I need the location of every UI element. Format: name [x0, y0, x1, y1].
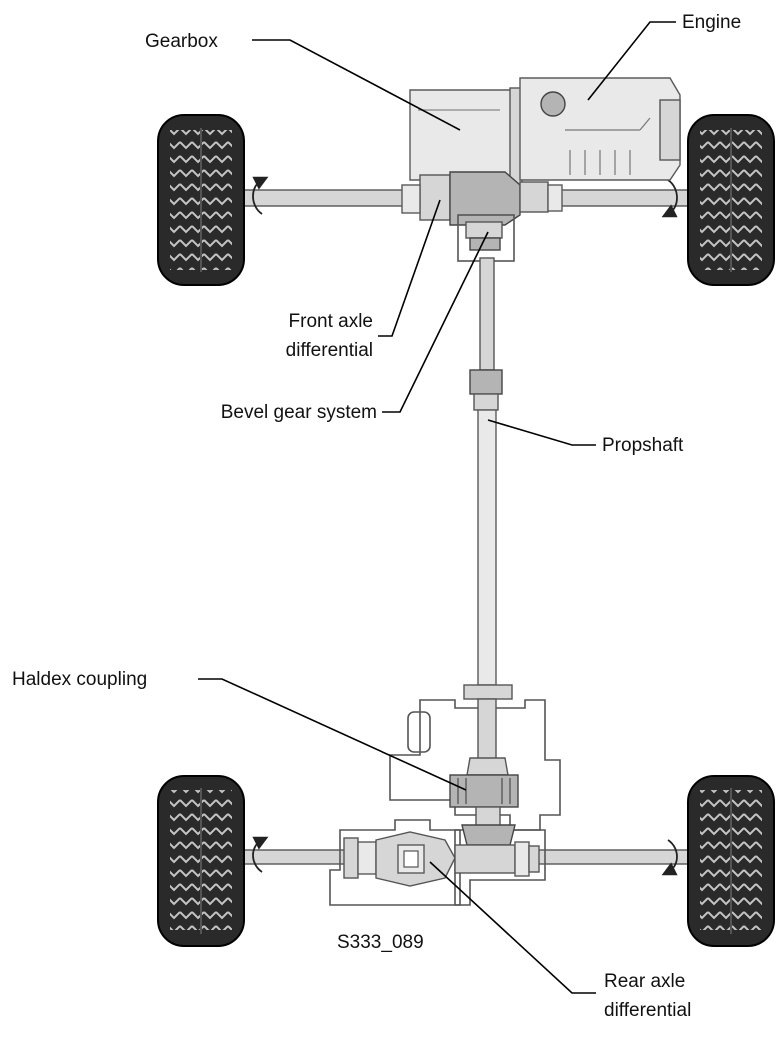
bevel-gear-label: Bevel gear system [221, 402, 377, 423]
propshaft-body [463, 257, 513, 700]
propshaft-leader [487, 419, 596, 446]
rear-right-driveshaft [534, 849, 696, 865]
front-axle-label-line1: Front axle [289, 311, 373, 332]
front-left-driveshaft [237, 189, 419, 207]
haldex-coupling-housing [389, 698, 561, 831]
rear-differential-housing [329, 819, 546, 906]
figure-code: S333_089 [337, 932, 424, 953]
front-right-wheel [687, 114, 775, 286]
haldex-leader [198, 678, 467, 791]
engine-body [519, 77, 681, 181]
rear-axle-leader [429, 861, 596, 994]
front-differential-housing [401, 171, 563, 262]
front-axle-leader [378, 199, 441, 337]
front-right-driveshaft [554, 189, 696, 207]
front-right-rotation-arrow [661, 179, 678, 218]
rear-right-rotation-arrow [661, 839, 678, 876]
rear-right-wheel [687, 775, 775, 947]
bevel-gear-leader [382, 231, 489, 413]
propshaft-label: Propshaft [602, 435, 684, 456]
front-left-rotation-arrow [252, 176, 269, 215]
rear-axle-label-line2: differential [604, 1000, 691, 1021]
front-axle-label-line2: differential [286, 340, 373, 361]
engine-leader [587, 21, 676, 101]
rear-axle-label-line1: Rear axle [604, 971, 685, 992]
rear-left-rotation-arrow [252, 836, 269, 873]
haldex-label: Haldex coupling [12, 669, 147, 690]
gearbox-leader [252, 39, 461, 131]
front-left-wheel [157, 114, 245, 286]
gearbox-label: Gearbox [145, 31, 218, 52]
rear-left-wheel [157, 775, 245, 947]
engine-label: Engine [682, 12, 741, 33]
